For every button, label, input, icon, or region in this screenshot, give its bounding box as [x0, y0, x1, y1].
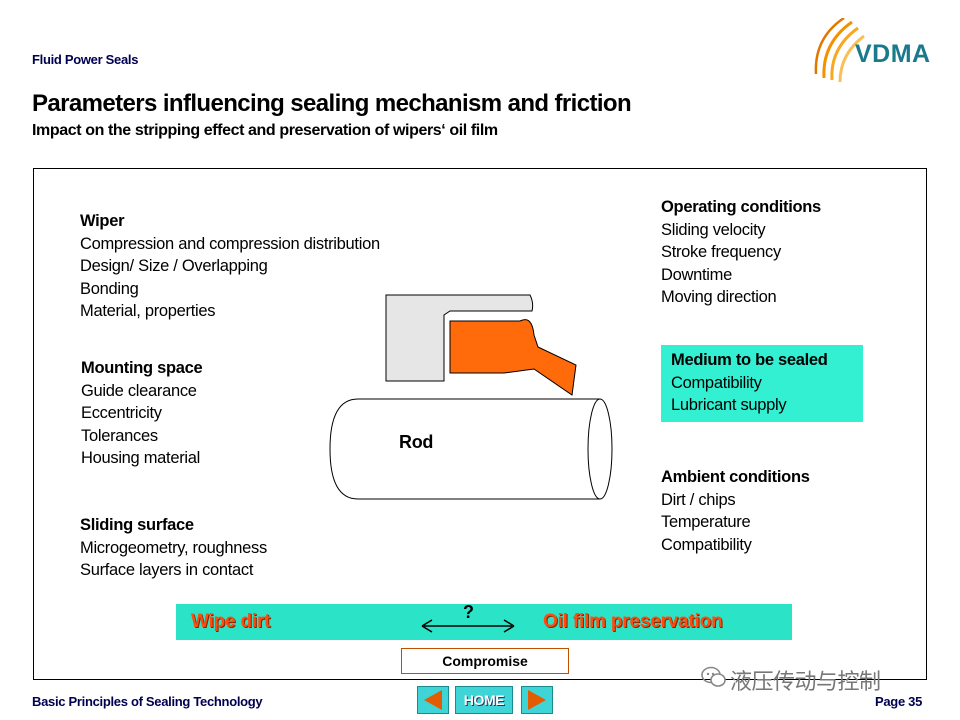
list-item: Guide clearance [81, 381, 197, 400]
wechat-icon [701, 666, 726, 687]
compromise-box: Compromise [401, 648, 569, 674]
list-item: Moving direction [661, 288, 777, 306]
list-item: Stroke frequency [661, 243, 781, 261]
mounting-space-block: Mounting space Guide clearance Eccentric… [81, 357, 203, 470]
mounting-space-heading: Mounting space [81, 359, 203, 377]
page-subtitle: Impact on the stripping effect and prese… [32, 122, 498, 139]
watermark-text: 液压传动与控制 [730, 670, 881, 695]
list-item: Microgeometry, roughness [80, 538, 267, 557]
list-item: Sliding velocity [661, 220, 766, 239]
logo-text: VDMA [855, 40, 931, 68]
wipe-dirt-label: Wipe dirt [191, 611, 271, 632]
rod-end-shape [587, 398, 613, 500]
list-item: Dirt / chips [661, 490, 736, 509]
content-frame [33, 168, 927, 680]
operating-conditions-heading: Operating conditions [661, 198, 821, 216]
sliding-surface-block: Sliding surface Microgeometry, roughness… [80, 514, 267, 582]
logo-swoosh-icon [814, 18, 865, 83]
arrow-right-icon [528, 690, 546, 710]
double-arrow-icon [421, 619, 515, 633]
list-item: Downtime [661, 265, 732, 284]
list-item: Material, properties [80, 302, 216, 320]
list-item: Tolerances [81, 426, 158, 445]
wiper-seal-shape [449, 319, 577, 396]
list-item: Bonding [80, 279, 139, 298]
page-number: Page 35 [875, 694, 923, 709]
header-label: Fluid Power Seals [32, 52, 139, 67]
seal-diagram [329, 294, 613, 500]
list-item: Temperature [661, 513, 751, 531]
rod-shape [329, 398, 601, 500]
oil-film-label: Oil film preservation [543, 611, 723, 632]
home-button[interactable]: HOME [455, 686, 513, 714]
ambient-conditions-block: Ambient conditions Dirt / chips Temperat… [661, 466, 810, 556]
page-title: Parameters influencing sealing mechanism… [32, 90, 632, 117]
list-item: Compression and compression distribution [80, 234, 380, 253]
wiper-heading: Wiper [80, 212, 125, 230]
list-item: Surface layers in contact [80, 561, 254, 579]
rod-label: Rod [399, 432, 434, 452]
ambient-conditions-heading: Ambient conditions [661, 468, 810, 486]
footer-course-title: Basic Principles of Sealing Technology [32, 694, 263, 709]
housing-shape [385, 294, 534, 382]
question-mark: ? [463, 602, 474, 622]
medium-block: Medium to be sealed Compatibility Lubric… [661, 345, 863, 422]
vdma-logo [810, 18, 940, 93]
tradeoff-banner: Wipe dirt ? Oil film preservation [176, 602, 792, 640]
operating-conditions-block: Operating conditions Sliding velocity St… [661, 196, 821, 309]
list-item: Eccentricity [81, 404, 162, 422]
list-item: Compatibility [671, 373, 762, 392]
list-item: Housing material [81, 449, 201, 467]
wiper-block: Wiper Compression and compression distri… [80, 210, 380, 323]
prev-button[interactable] [417, 686, 449, 714]
list-item: Compatibility [661, 535, 752, 554]
next-button[interactable] [521, 686, 553, 714]
arrow-left-icon [424, 690, 442, 710]
sliding-surface-heading: Sliding surface [80, 516, 194, 534]
list-item: Design/ Size / Overlapping [80, 257, 268, 275]
list-item: Lubricant supply [671, 396, 787, 414]
medium-heading: Medium to be sealed [671, 351, 828, 369]
